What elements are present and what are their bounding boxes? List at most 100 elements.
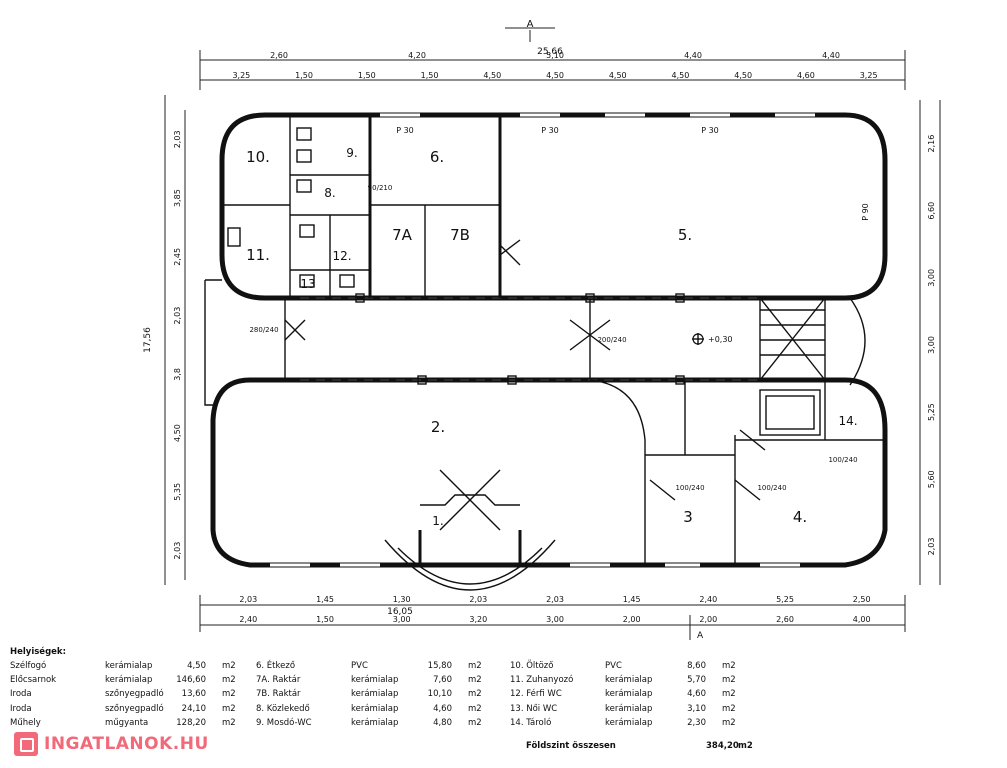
room-label: 8.: [324, 186, 335, 200]
dimension-value: 2,00: [623, 615, 641, 624]
upper-wing-outline: [219, 112, 888, 301]
dimension-value: 5,25: [776, 595, 794, 604]
dimension-value: 3,00: [927, 336, 936, 354]
bottom-overall-dimension: 16,05: [387, 607, 413, 617]
room-area: 5,70: [687, 675, 706, 686]
room-area: 4,80: [433, 717, 452, 728]
room-area: 3,10: [687, 703, 706, 714]
lower-wing-outline: [210, 377, 888, 568]
room-name: 11. Zuhanyozó: [510, 675, 574, 686]
room-label: 1.: [432, 514, 443, 528]
dimension-value: 2,03: [173, 130, 182, 148]
dimension-value: 1,50: [358, 71, 376, 80]
overall-dimension: 25,66: [537, 47, 563, 57]
east-bay-window: [849, 297, 866, 386]
dimension-value: 5,35: [173, 483, 182, 501]
room-unit: m2: [468, 689, 482, 700]
room-unit: m2: [222, 703, 236, 714]
room-name: Műhely: [10, 717, 41, 728]
room-floor: kerámialap: [351, 675, 399, 686]
room-floor: kerámialap: [605, 703, 653, 714]
dimension-value: 3,85: [173, 189, 182, 207]
room-schedule-title: Helyiségek:: [10, 647, 66, 657]
room-floor: kerámialap: [605, 717, 653, 728]
dimension-value: 2,03: [173, 542, 182, 560]
room-unit: m2: [722, 717, 736, 728]
room-label: 5.: [678, 226, 692, 244]
dimension-value: 1,50: [421, 71, 439, 80]
section-marker-bottom: A: [697, 631, 704, 640]
room-label: 12.: [332, 249, 351, 263]
room-label: 7A: [392, 226, 413, 244]
room-label: 6.: [430, 148, 444, 166]
level-mark-value: +0,30: [708, 335, 733, 344]
dimension-value: 3,25: [860, 71, 878, 80]
room-unit: m2: [222, 717, 236, 728]
room-area: 4,60: [687, 689, 706, 700]
dimension-value: 2,60: [776, 615, 794, 624]
dimension-value: 4,00: [853, 615, 871, 624]
dimension-value: 2,45: [173, 248, 182, 266]
room-unit: m2: [222, 675, 236, 686]
window-label: P 30: [541, 126, 559, 135]
dimension-value: 4,50: [173, 424, 182, 442]
room-label: 10.: [246, 148, 270, 166]
window-label: P 90: [861, 203, 870, 221]
room-unit: m2: [468, 661, 482, 671]
room-floor: kerámialap: [605, 675, 653, 686]
dimension-value: 4,50: [734, 71, 752, 80]
room-name: Iroda: [10, 703, 32, 714]
room-unit: m2: [722, 689, 736, 700]
room-floor: kerámialap: [605, 689, 653, 700]
room-floor: kerámialap: [351, 703, 399, 714]
room-name: 13. Női WC: [510, 703, 558, 714]
room-floor: kerámialap: [105, 675, 153, 686]
room-area: 128,20: [176, 717, 206, 728]
room-area: 4,60: [433, 703, 452, 714]
connecting-corridor: [204, 279, 760, 406]
dimension-value: 2,03: [239, 595, 257, 604]
door-label: 100/240: [828, 456, 857, 464]
dimension-value: 6,60: [927, 202, 936, 220]
room-unit: m2: [222, 661, 236, 671]
dimension-value: 2,16: [927, 135, 936, 153]
room-area: 13,60: [181, 689, 206, 700]
dimension-value: 4,40: [822, 51, 840, 60]
upper-wing-partitions: [222, 115, 502, 298]
window-label: P 30: [701, 126, 719, 135]
room-name: 12. Férfi WC: [510, 689, 562, 700]
dimension-value: 2,00: [699, 615, 717, 624]
dimension-value: 2,40: [699, 595, 717, 604]
dimension-value: 1,50: [316, 615, 334, 624]
room-label: 9.: [346, 146, 357, 160]
stair-core: [759, 297, 826, 436]
room-area: 24,10: [181, 703, 206, 714]
room-area: 2,30: [687, 717, 706, 728]
room-unit: m2: [468, 717, 482, 728]
right-dimension-chain: 2,166,603,003,005,255,602,03: [927, 135, 936, 556]
lower-wing-partitions: [589, 379, 885, 565]
room-area: 8,60: [687, 661, 706, 671]
structural-columns: [355, 293, 685, 385]
dimension-value: 5,60: [927, 470, 936, 488]
door-label: 200/240: [597, 336, 626, 344]
dimension-value: 3,00: [927, 269, 936, 287]
room-area: 10,10: [427, 689, 452, 700]
dimension-value: 3,00: [546, 615, 564, 624]
dimension-value: 3,25: [232, 71, 250, 80]
room-label: 7B: [450, 226, 470, 244]
dimension-value: 1,45: [316, 595, 334, 604]
